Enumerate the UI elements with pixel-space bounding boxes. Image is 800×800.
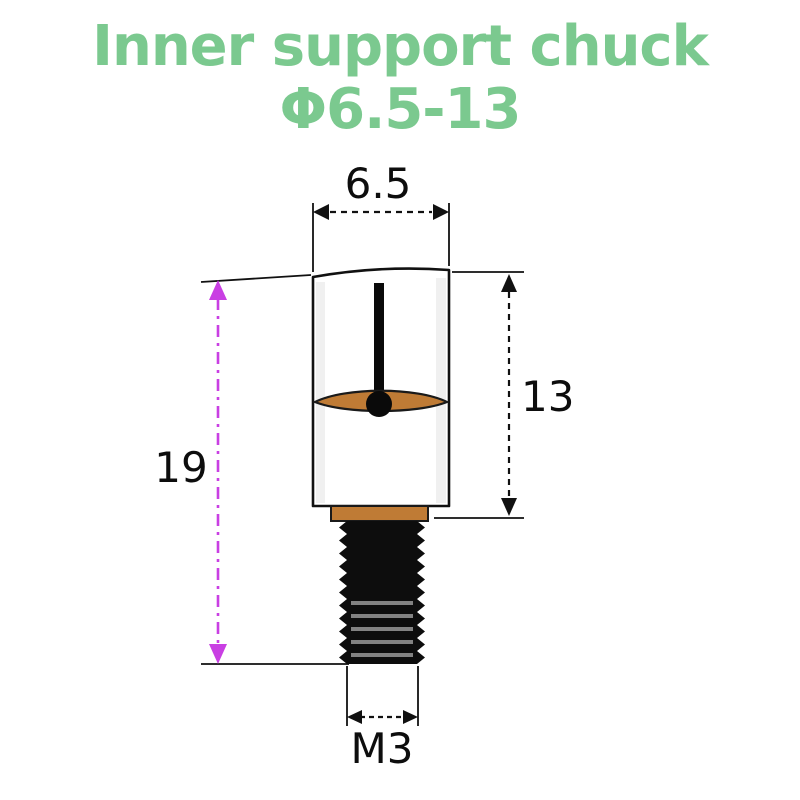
dim-body-height: 13 [434, 271, 574, 519]
dim-body-height-arrowhead-top [501, 274, 517, 292]
chuck-part [311, 267, 451, 664]
dim-top-width: 6.5 [312, 159, 450, 272]
collet-ring [330, 505, 429, 522]
center-hole [366, 391, 392, 417]
clamp-slot [374, 283, 384, 393]
dim-top-width-label: 6.5 [345, 159, 412, 208]
dim-top-width-arrowhead-left [313, 204, 329, 220]
dim-overall-height-arrowhead-bottom [209, 644, 227, 664]
dim-top-width-arrowhead-right [433, 204, 449, 220]
dim-body-height-arrowhead-bottom [501, 498, 517, 516]
body-shade-left [316, 282, 325, 503]
dim-thread-arrowhead-right [403, 710, 418, 724]
dim-body-height-label: 13 [521, 372, 574, 421]
dim-overall-height: 19 [154, 274, 349, 665]
page-title: Inner support chuck Φ6.5-13 [0, 14, 800, 142]
body-shade-right [436, 278, 446, 503]
title-line-1: Inner support chuck [92, 14, 709, 79]
dim-overall-height-label: 19 [154, 443, 207, 492]
dim-overall-height-arrowhead-top [209, 280, 227, 300]
title-line-2: Φ6.5-13 [279, 76, 522, 142]
dim-thread-arrowhead-left [347, 710, 362, 724]
dim-thread-label: M3 [351, 724, 414, 773]
extension-line-left-top [200, 274, 312, 283]
thread-ridges [351, 601, 413, 657]
dim-thread: M3 [346, 666, 419, 773]
